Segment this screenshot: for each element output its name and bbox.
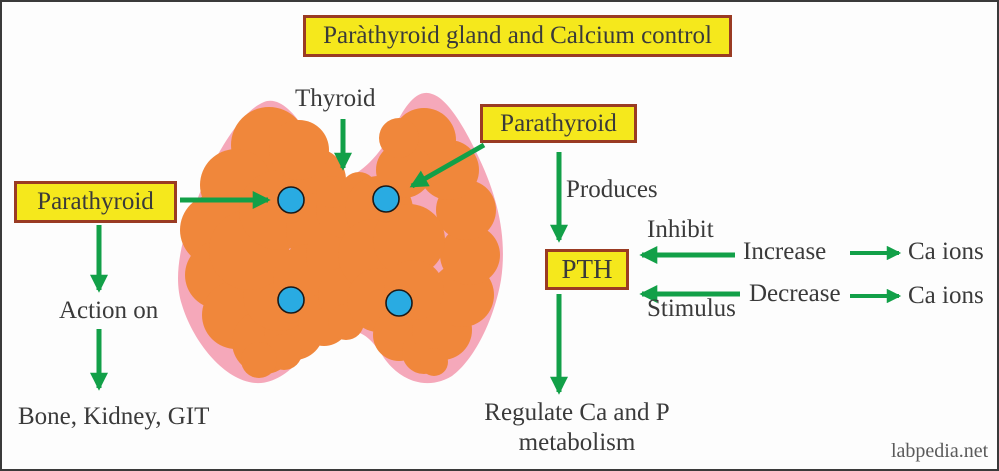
parathyroid-left-label: Parathyroid: [37, 188, 154, 215]
ca-ions-top-label: Ca ions: [908, 238, 984, 265]
thyroid-gland-illustration: [178, 92, 503, 384]
parathyroid-dot-bottom-right: [385, 289, 413, 317]
parathyroid-right-label: Parathyroid: [500, 109, 617, 137]
regulate-label: Regulate Ca and P metabolism: [457, 398, 697, 457]
arrow-parathyroid-right-to-dot: [409, 142, 486, 189]
parathyroid-dot-bottom-left: [277, 286, 305, 314]
title-box: Paràthyroid gland and Calcium control: [303, 15, 732, 57]
parathyroid-dot-top-left: [277, 186, 305, 214]
regulate-line2: metabolism: [518, 428, 636, 456]
thyroid-label: Thyroid: [295, 85, 376, 112]
stimulus-label: Stimulus: [647, 295, 736, 322]
decrease-label: Decrease: [749, 280, 841, 307]
parathyroid-right-box: Parathyroid: [480, 104, 637, 143]
watermark: labpedia.net: [891, 440, 989, 462]
action-on-label: Action on: [59, 297, 159, 324]
parathyroid-left-box: Parathyroid: [14, 181, 177, 223]
ca-ions-bottom-label: Ca ions: [908, 282, 984, 309]
action-targets-label: Bone, Kidney, GIT: [18, 403, 210, 430]
inhibit-label: Inhibit: [647, 216, 714, 243]
regulate-line1: Regulate Ca and P: [484, 399, 670, 426]
produces-label: Produces: [566, 176, 658, 203]
parathyroid-dot-top-right: [372, 185, 400, 213]
increase-label: Increase: [743, 238, 827, 265]
pth-box: PTH: [545, 249, 629, 290]
page-title: Paràthyroid gland and Calcium control: [323, 22, 712, 49]
pth-label: PTH: [561, 254, 613, 284]
